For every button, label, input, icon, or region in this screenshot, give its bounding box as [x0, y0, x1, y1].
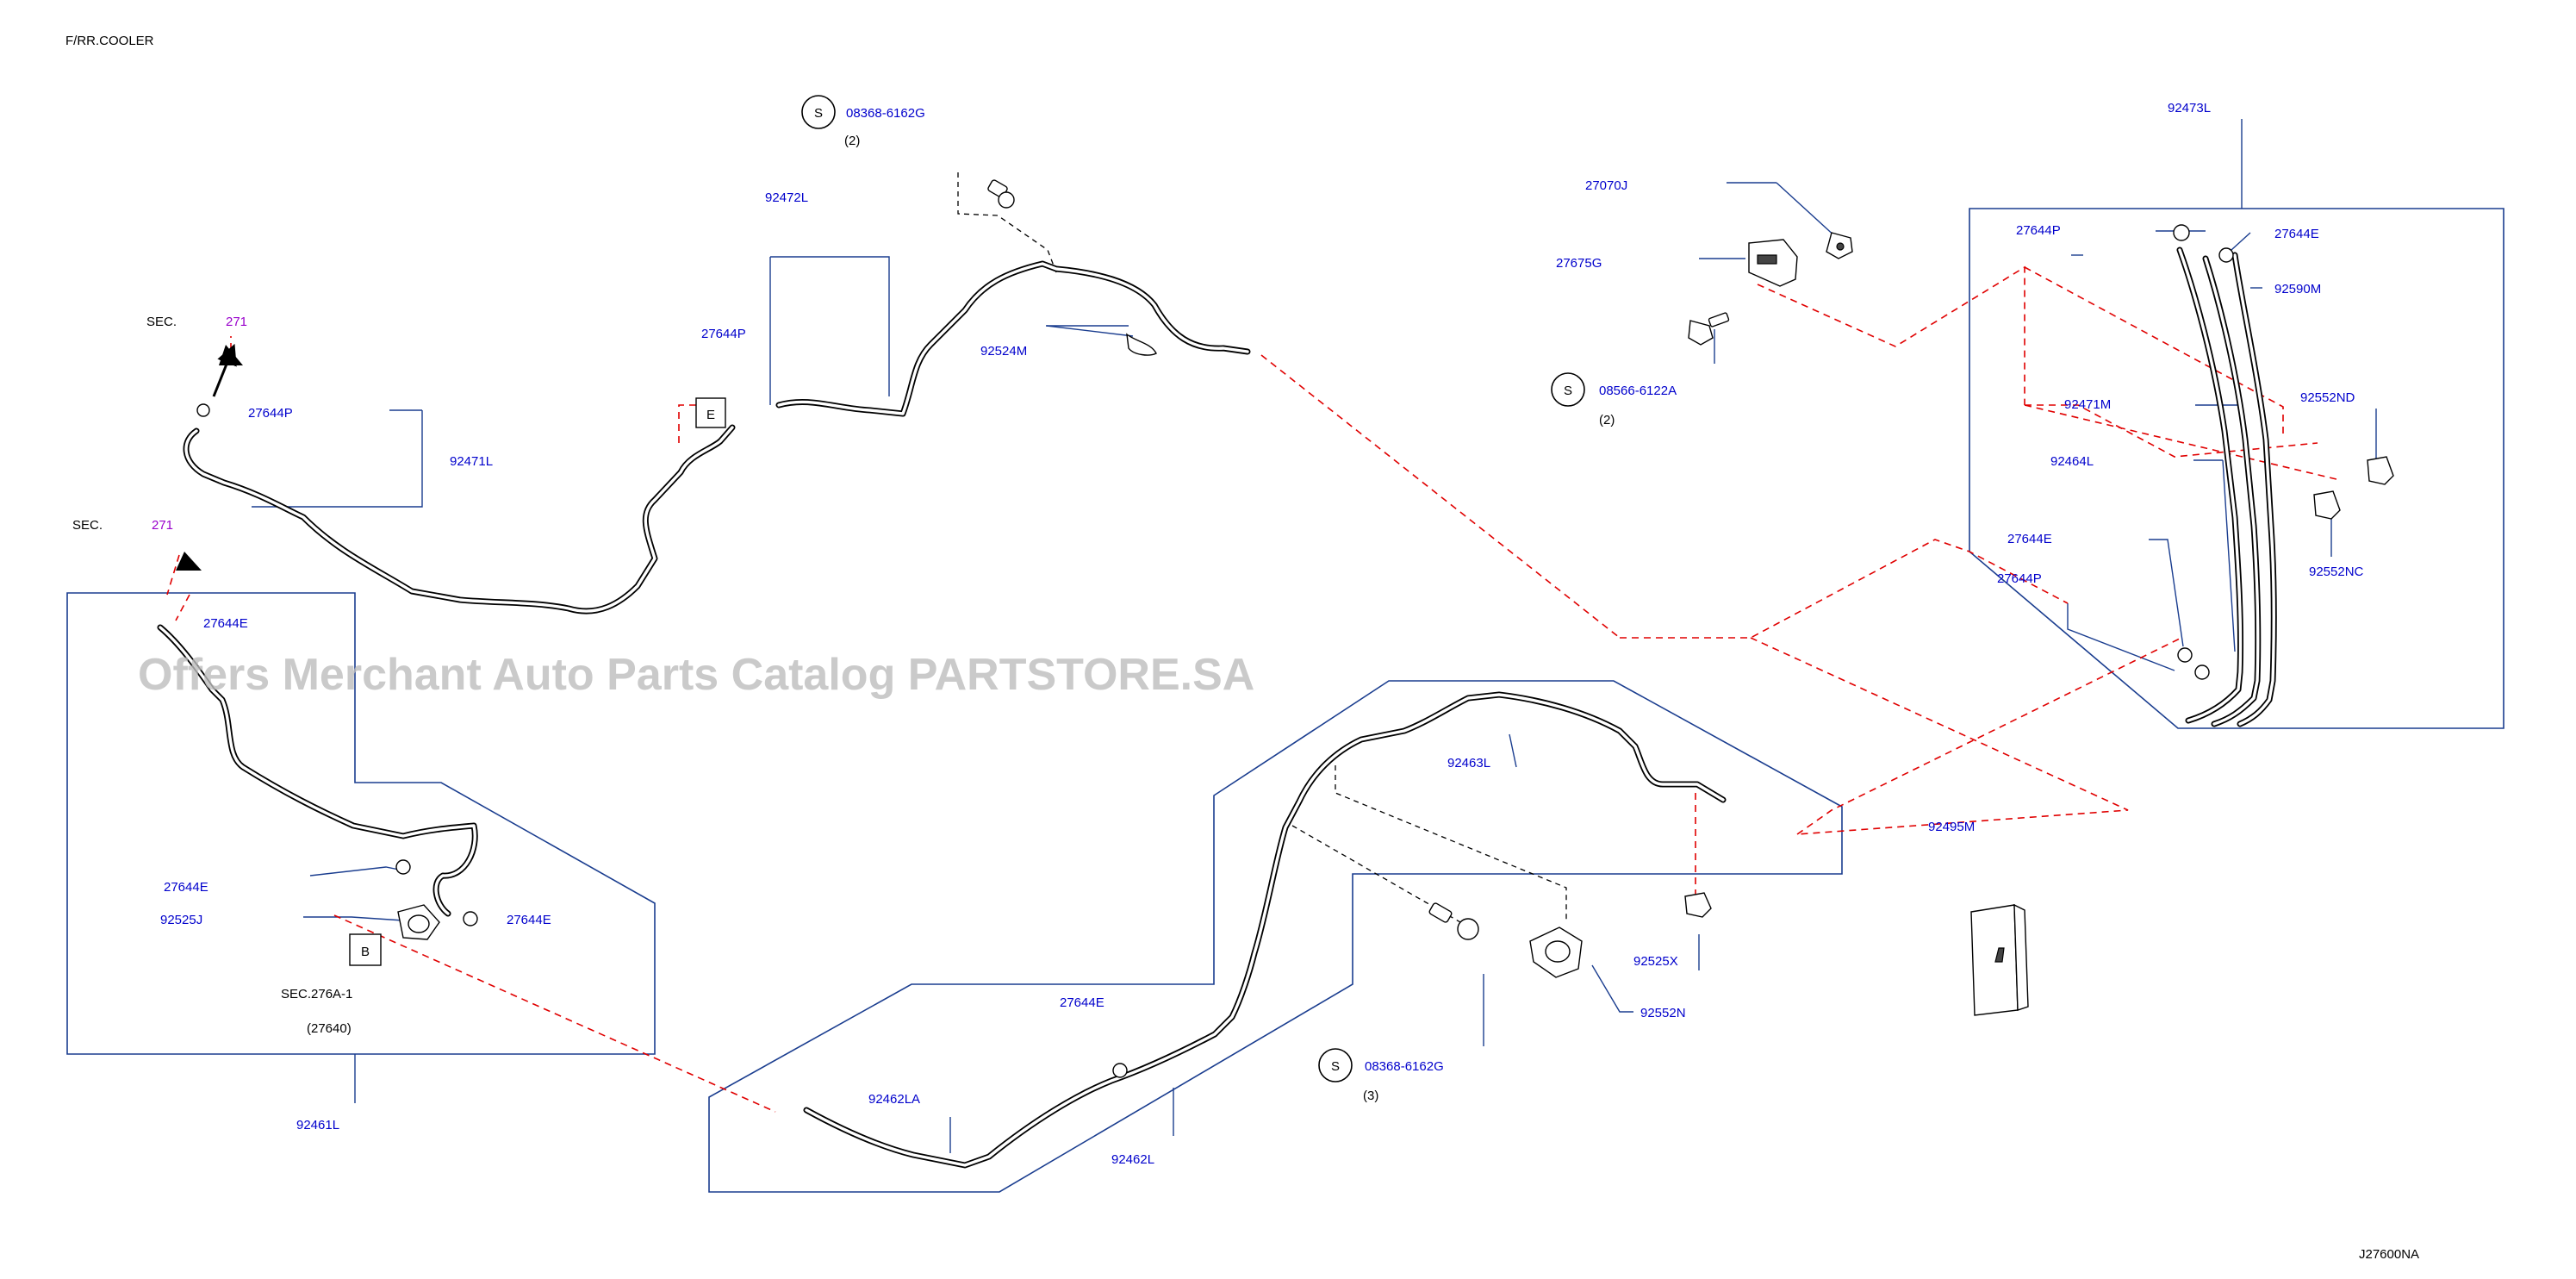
black-dashed-lines	[957, 172, 1567, 933]
pipe-92471L	[183, 424, 736, 615]
screw-symbol-top-letter: S	[814, 106, 823, 121]
pipe-92461L	[157, 624, 478, 917]
part-92462L[interactable]: 92462L	[1111, 1152, 1154, 1167]
red-dashed-lines	[166, 265, 2337, 1113]
arrowhead-sec-top	[219, 345, 243, 365]
frame-92462L	[708, 680, 1843, 1193]
part-27644E-bottom[interactable]: 27644E	[1060, 995, 1104, 1010]
part-27644E-left2[interactable]: 27644E	[507, 913, 551, 927]
part-92472L[interactable]: 92472L	[765, 190, 808, 205]
bolt-08566	[1688, 312, 1730, 346]
sec-276-line1: SEC.276A-1	[281, 987, 352, 1001]
bolt-08368-bottom	[1428, 902, 1479, 940]
part-27644P-left[interactable]: 27644P	[248, 406, 293, 421]
bracket-27675G	[1748, 239, 1798, 287]
part-08566-6122A-qty: (2)	[1599, 413, 1615, 427]
part-08368-6162G-bottom-qty: (3)	[1363, 1089, 1378, 1103]
clip-92524M	[1126, 333, 1157, 356]
part-27644E-left[interactable]: 27644E	[164, 880, 208, 895]
part-92552ND[interactable]: 92552ND	[2300, 390, 2355, 405]
screw-symbol-top: S	[801, 95, 836, 129]
part-92525J[interactable]: 92525J	[160, 913, 202, 927]
frame-92461L	[66, 592, 656, 1055]
sec-mid-number: 271	[152, 518, 173, 533]
part-92524M[interactable]: 92524M	[980, 344, 1027, 359]
watermark: Offers Merchant Auto Parts Catalog PARTS…	[138, 650, 1254, 700]
part-92473L[interactable]: 92473L	[2168, 101, 2211, 115]
nut-27070J	[1826, 232, 1853, 259]
part-92590M[interactable]: 92590M	[2274, 282, 2321, 296]
screw-symbol-bottom: S	[1318, 1048, 1353, 1082]
clip-92525X	[1684, 892, 1712, 918]
part-27644P-center[interactable]: 27644P	[701, 327, 746, 341]
clip-92552ND	[2367, 456, 2394, 485]
part-08566-6122A[interactable]: 08566-6122A	[1599, 384, 1677, 398]
clip-92552N	[1529, 926, 1583, 978]
clamp-92525J	[397, 904, 440, 940]
sec-mid-prefix: SEC.	[72, 518, 103, 533]
part-92463L[interactable]: 92463L	[1447, 756, 1490, 771]
part-27644E-frame[interactable]: 27644E	[203, 616, 248, 631]
screw-symbol-bottom-letter: S	[1331, 1059, 1340, 1074]
bolt-08368-top	[987, 179, 1015, 209]
part-27644P-right[interactable]: 27644P	[2016, 223, 2061, 238]
part-92471M[interactable]: 92471M	[2064, 397, 2111, 412]
sec-top-number: 271	[226, 315, 247, 329]
part-27644E-right[interactable]: 27644E	[2274, 227, 2319, 241]
screw-symbol-mid: S	[1551, 372, 1585, 407]
part-92471L[interactable]: 92471L	[450, 454, 493, 469]
part-08368-6162G-top-qty: (2)	[844, 134, 860, 148]
clip-92552NC	[2313, 490, 2341, 520]
leader-lines	[252, 119, 2377, 1153]
part-27644P-right2[interactable]: 27644P	[1997, 571, 2042, 586]
part-92495M[interactable]: 92495M	[1928, 820, 1975, 834]
part-92552N[interactable]: 92552N	[1640, 1006, 1686, 1020]
part-labels: 08368-6162G (2) 92472L 27644P 92524M 276…	[160, 101, 2364, 1167]
screw-symbol-mid-letter: S	[1564, 384, 1572, 398]
part-92461L[interactable]: 92461L	[296, 1118, 339, 1132]
part-92462LA[interactable]: 92462LA	[868, 1092, 920, 1107]
diagram-title: F/RR.COOLER	[65, 34, 154, 48]
marker-B-label: B	[361, 945, 370, 959]
part-27644E-right2[interactable]: 27644E	[2007, 532, 2052, 546]
sec-top-prefix: SEC.	[146, 315, 177, 329]
pipe-92462L	[803, 691, 1727, 1169]
pipes-92473L	[2176, 246, 2277, 727]
part-27675G[interactable]: 27675G	[1556, 256, 1602, 271]
frame-92473L	[1969, 208, 2504, 729]
marker-E-label: E	[706, 408, 715, 422]
part-27070J[interactable]: 27070J	[1585, 178, 1627, 193]
sec-276-line2: (27640)	[307, 1021, 352, 1036]
part-08368-6162G-bottom[interactable]: 08368-6162G	[1365, 1059, 1444, 1074]
pad-92495M	[1970, 903, 2029, 1016]
marker-E: E	[695, 397, 726, 428]
part-92552NC[interactable]: 92552NC	[2309, 565, 2364, 579]
o-ring-parts	[196, 224, 2234, 1078]
pipe-92472L	[775, 260, 1251, 417]
part-08368-6162G-top[interactable]: 08368-6162G	[846, 106, 925, 121]
arrowhead-sec-mid	[176, 552, 202, 571]
marker-B: B	[349, 933, 382, 966]
part-92464L[interactable]: 92464L	[2050, 454, 2094, 469]
part-92525X[interactable]: 92525X	[1633, 954, 1678, 969]
diagram-id: J27600NA	[2359, 1247, 2419, 1262]
